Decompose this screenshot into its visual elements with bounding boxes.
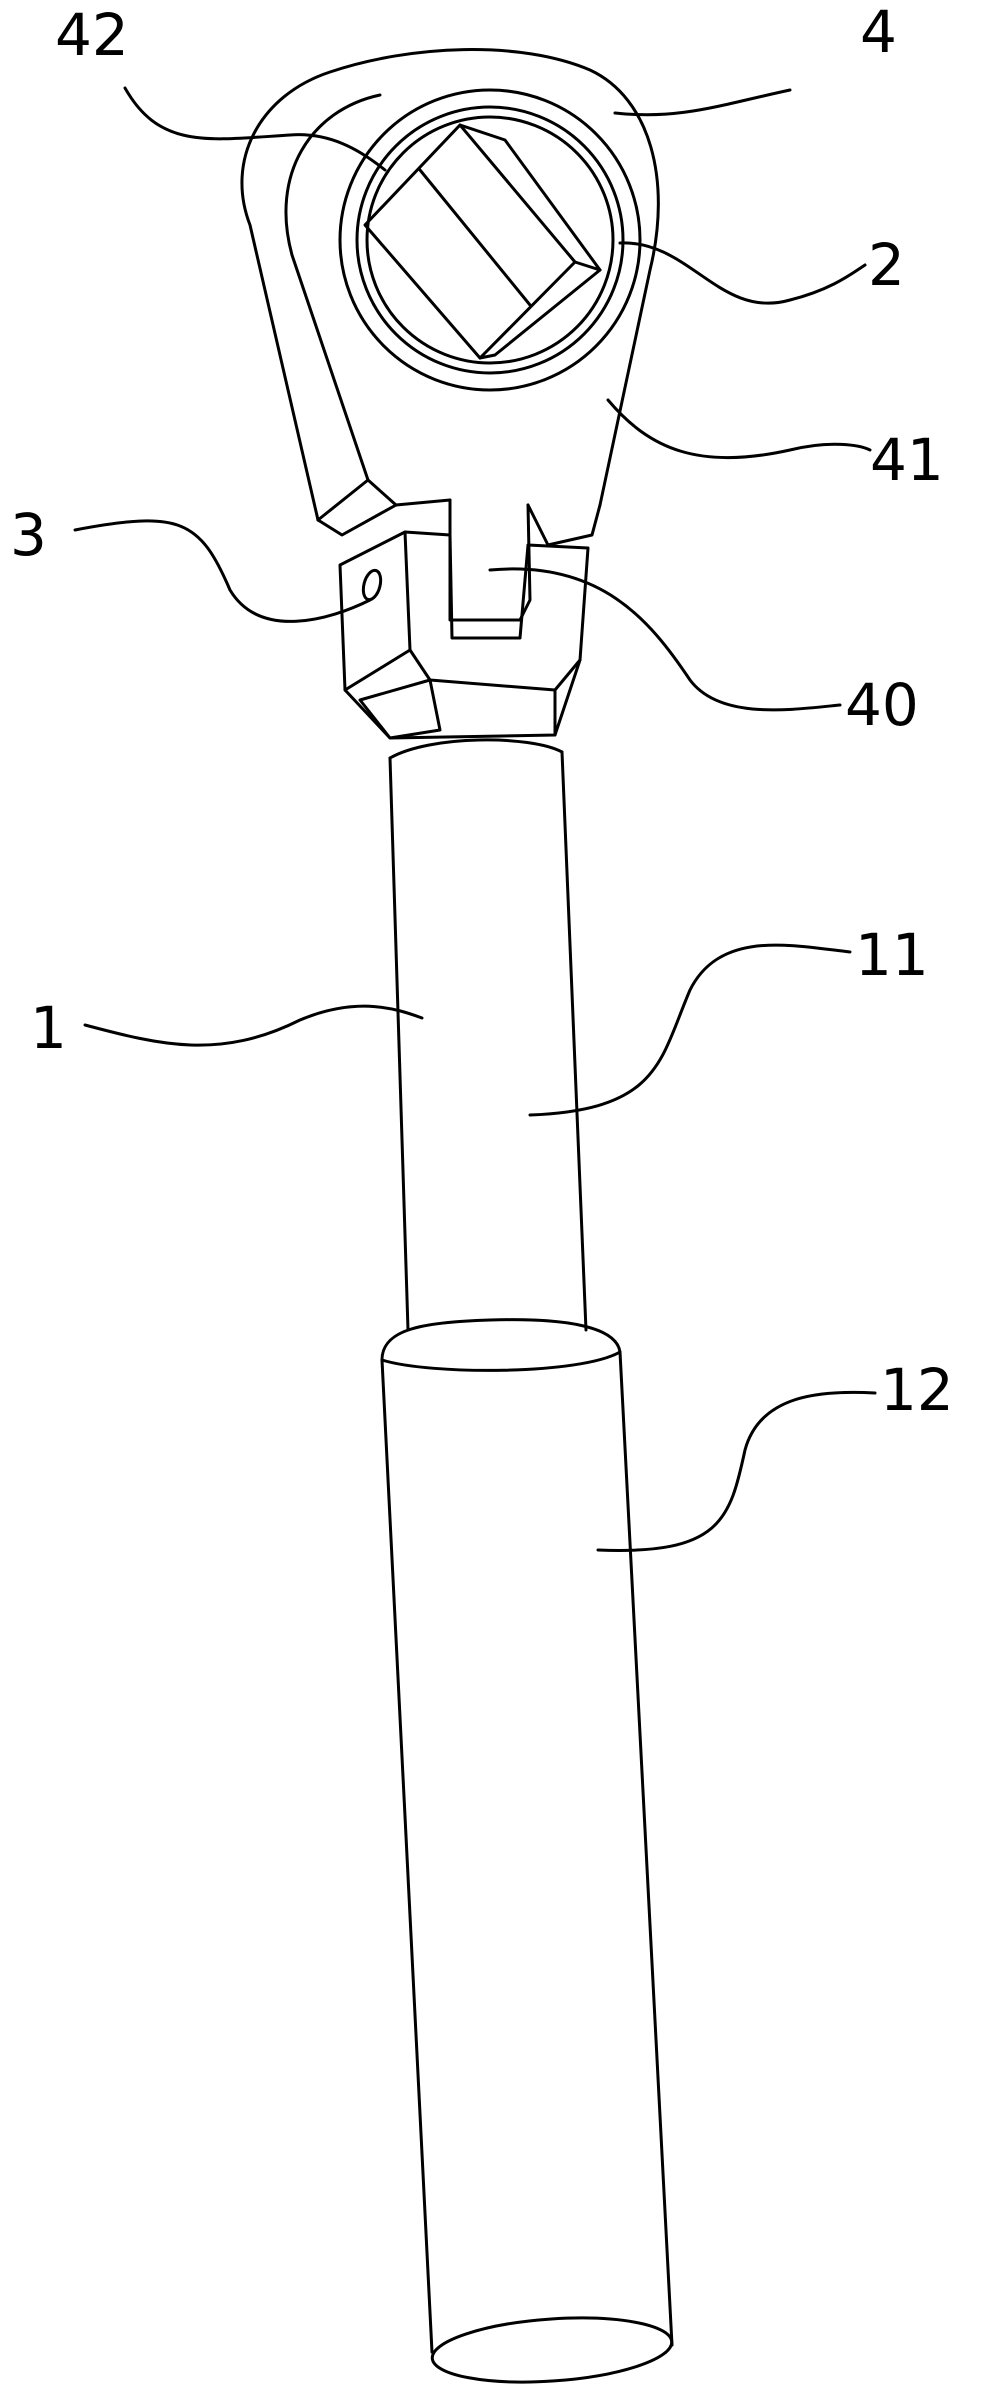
grip-right-edge (618, 1350, 674, 2347)
label-4: 4 (860, 0, 897, 66)
head-bottom-edge-right (546, 503, 602, 547)
tube-right-edge (560, 750, 588, 1332)
tube-top-collar (388, 738, 564, 760)
leader-41 (606, 398, 872, 460)
label-12: 12 (880, 1356, 954, 1424)
inner-tube (388, 738, 588, 1332)
leader-4 (613, 88, 792, 117)
yoke-left-face (343, 530, 412, 692)
leader-2 (618, 241, 867, 305)
label-42: 42 (55, 1, 129, 69)
square-drive-bottom (478, 268, 602, 360)
head-outer-outline (240, 48, 660, 522)
head-bottom-edge-left (316, 503, 398, 537)
label-3: 3 (10, 501, 47, 569)
yoke-lower-face (408, 648, 582, 692)
yoke-outline (338, 530, 590, 740)
grip-bottom-end (430, 2316, 674, 2384)
tongue-outline (448, 498, 532, 622)
grip-sleeve (380, 1318, 674, 2384)
head-inner-back-line (284, 93, 382, 482)
tongue-top-left (394, 498, 452, 507)
ratchet-middle-ring (355, 105, 625, 375)
leader-40 (488, 567, 842, 712)
clevis-yoke (338, 530, 590, 740)
pin-hole (361, 568, 383, 602)
grip-top-rim (380, 1350, 622, 1372)
grip-left-edge (380, 1358, 434, 2354)
label-11: 11 (855, 921, 929, 989)
label-2: 2 (868, 231, 905, 299)
head-tongue (394, 498, 550, 622)
ratchet-outer-ring (338, 88, 642, 392)
leader-42 (123, 86, 387, 172)
square-drive-edge (418, 168, 532, 307)
label-1: 1 (30, 994, 67, 1062)
label-40: 40 (845, 671, 919, 739)
square-drive-side (458, 123, 602, 272)
leader-1 (83, 1004, 424, 1047)
leader-11 (528, 943, 852, 1117)
ratchet-inner-ring (365, 115, 615, 365)
head-bottom-edge-left-top (316, 478, 398, 522)
reference-labels: 42 4 2 41 3 40 1 11 12 (10, 0, 954, 1424)
leader-12 (596, 1390, 877, 1552)
grip-top-cap (380, 1318, 622, 1362)
tube-left-edge (388, 756, 410, 1332)
leader-3 (73, 519, 372, 623)
wrench-head (240, 48, 660, 547)
tongue-top-right (526, 503, 550, 547)
leader-lines (73, 86, 877, 1552)
label-41: 41 (870, 426, 944, 494)
yoke-chamfer (358, 678, 442, 740)
